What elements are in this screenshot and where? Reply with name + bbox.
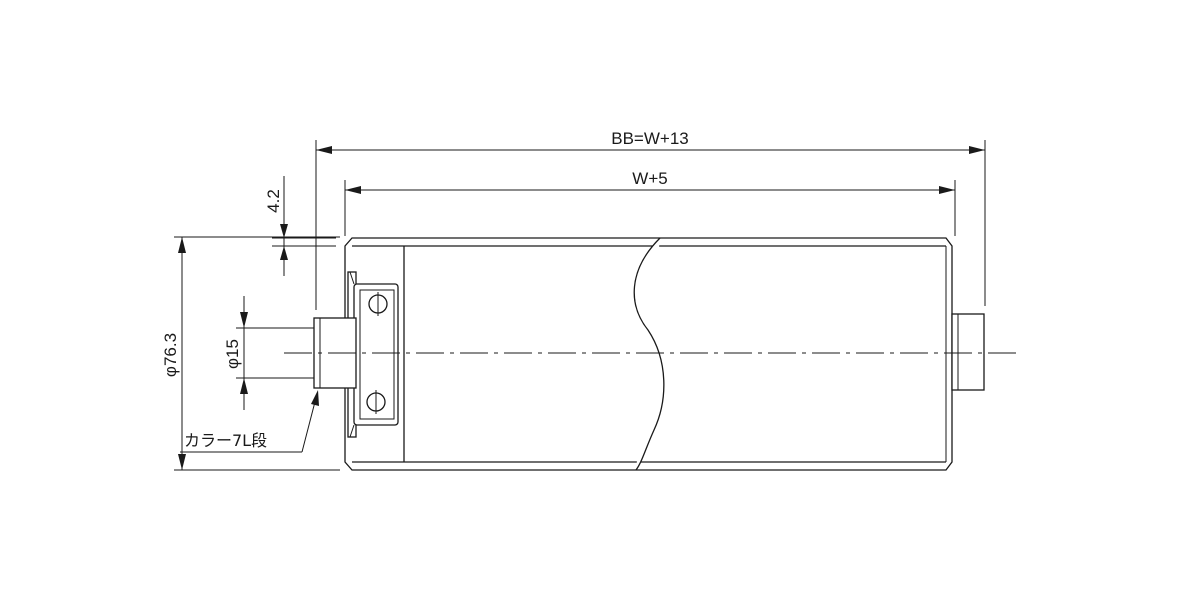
- dim-shaft-diameter: φ15: [223, 296, 314, 410]
- shaft-diameter-label: φ15: [223, 339, 242, 369]
- shaft-right: [951, 313, 985, 391]
- dim-tube-length: W+5: [344, 169, 956, 236]
- collar-note-label: カラー7L段: [184, 431, 267, 450]
- collar-leader: カラー7L段: [180, 390, 319, 453]
- overall-length-label: BB=W+13: [611, 129, 689, 148]
- bearing-balls: [366, 292, 388, 414]
- offset-label: 4.2: [264, 189, 283, 213]
- tube-diameter-label: φ76.3: [161, 333, 180, 377]
- break-line: [633, 237, 665, 471]
- tube-length-label: W+5: [632, 169, 667, 188]
- dim-tube-diameter: φ76.3: [161, 236, 340, 471]
- dim-offset: 4.2: [264, 176, 336, 276]
- dim-overall-length: BB=W+13: [315, 129, 986, 310]
